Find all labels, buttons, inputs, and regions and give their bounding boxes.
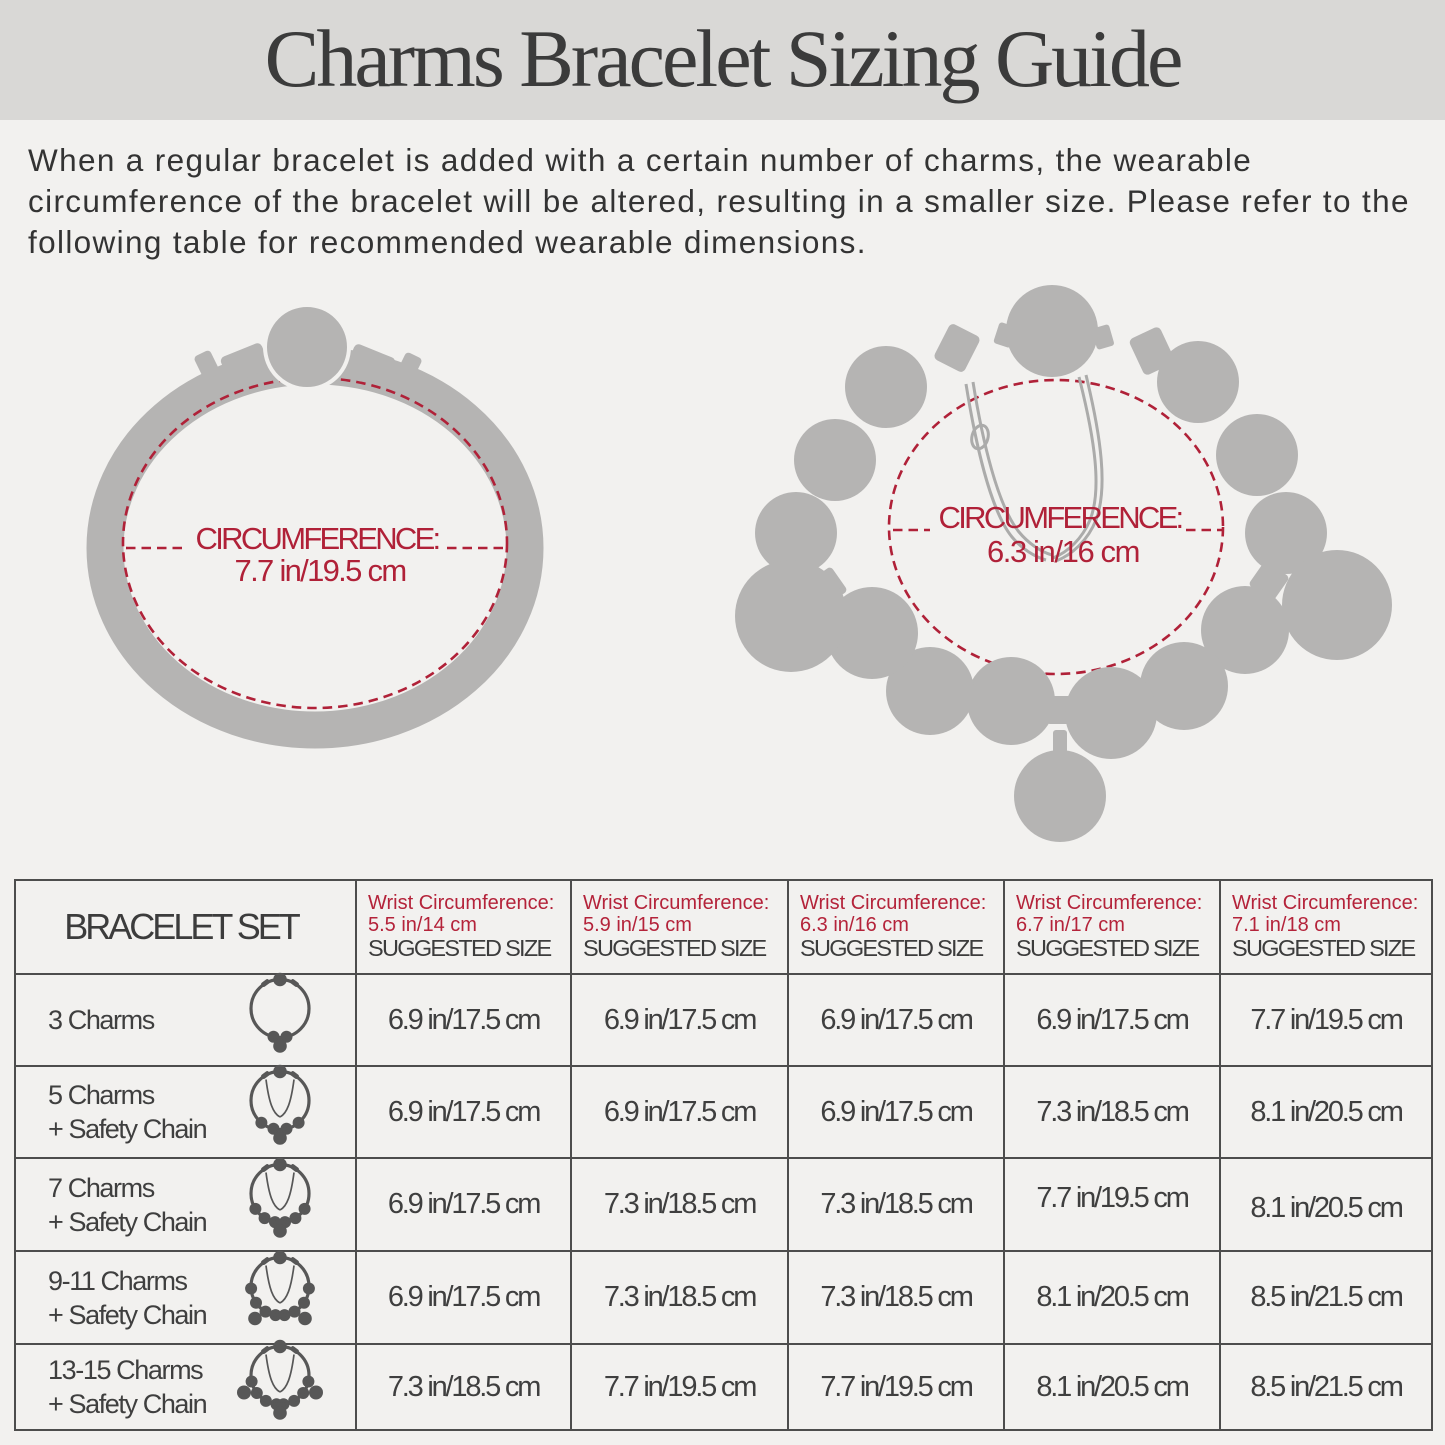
svg-text:CIRCUMFERENCE:: CIRCUMFERENCE:	[196, 521, 439, 556]
svg-text:CIRCUMFERENCE:: CIRCUMFERENCE:	[939, 500, 1182, 535]
svg-text:6.3 in/16 cm: 6.3 in/16 cm	[987, 534, 1139, 569]
svg-text:7.7 in/19.5 cm: 7.7 in/19.5 cm	[235, 553, 406, 588]
